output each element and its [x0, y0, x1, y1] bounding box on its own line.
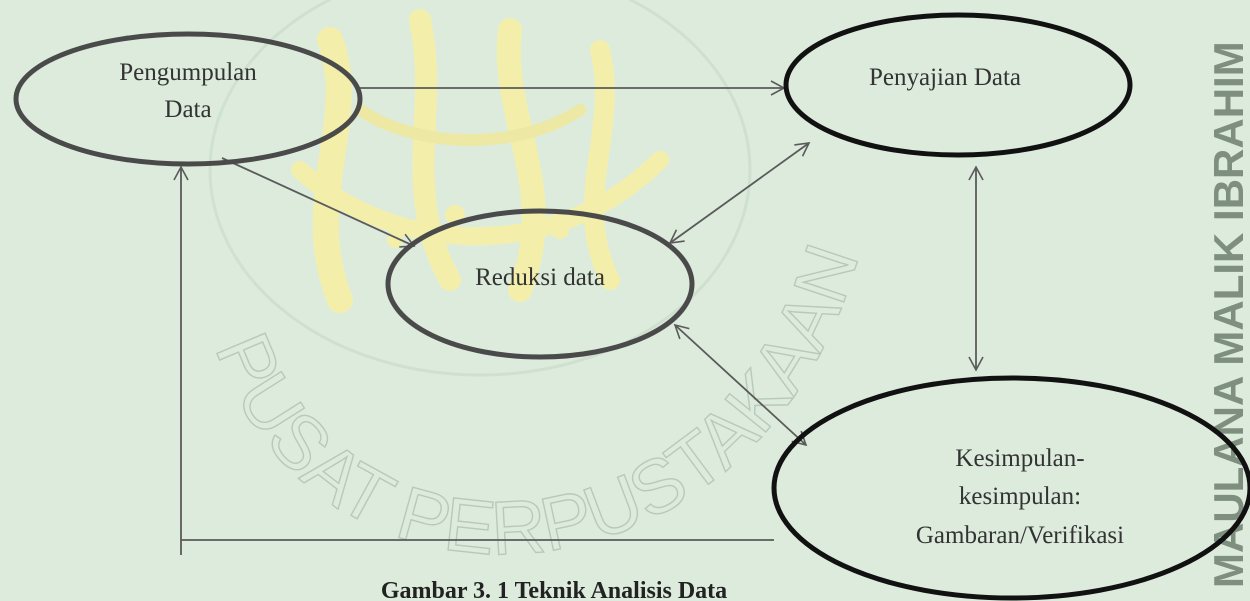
node-penyajian-data: Penyajian Data	[783, 12, 1133, 158]
node-pengumpulan-line1: Pengumpulan	[119, 59, 257, 86]
node-kesimpulan-line1: Kesimpulan-	[955, 445, 1084, 472]
connectors	[173, 80, 984, 555]
arrow-pengumpulan-to-reduksi	[221, 157, 416, 248]
node-kesimpulan: Kesimpulan- kesimpulan: Gambaran/Verifik…	[771, 375, 1250, 601]
node-kesimpulan-line3: Gambaran/Verifikasi	[916, 522, 1124, 549]
arrow-reduksi-kesimpulan	[673, 323, 808, 447]
arrow-penyajian-reduksi	[668, 142, 811, 244]
figure-caption: Gambar 3. 1 Teknik Analisis Data	[381, 578, 727, 601]
node-pengumpulan-line2: Data	[164, 96, 211, 123]
node-reduksi-data: Reduksi data	[385, 208, 695, 360]
node-pengumpulan-data: Pengumpulan Data	[13, 31, 363, 167]
node-reduksi-line1: Reduksi data	[475, 264, 605, 291]
node-kesimpulan-line2: kesimpulan:	[959, 483, 1081, 510]
watermark-side-text: MAULANA MALIK IBRAHIM	[1205, 41, 1250, 588]
watermark-logo-icon	[208, 0, 752, 377]
node-penyajian-line1: Penyajian Data	[869, 64, 1021, 91]
